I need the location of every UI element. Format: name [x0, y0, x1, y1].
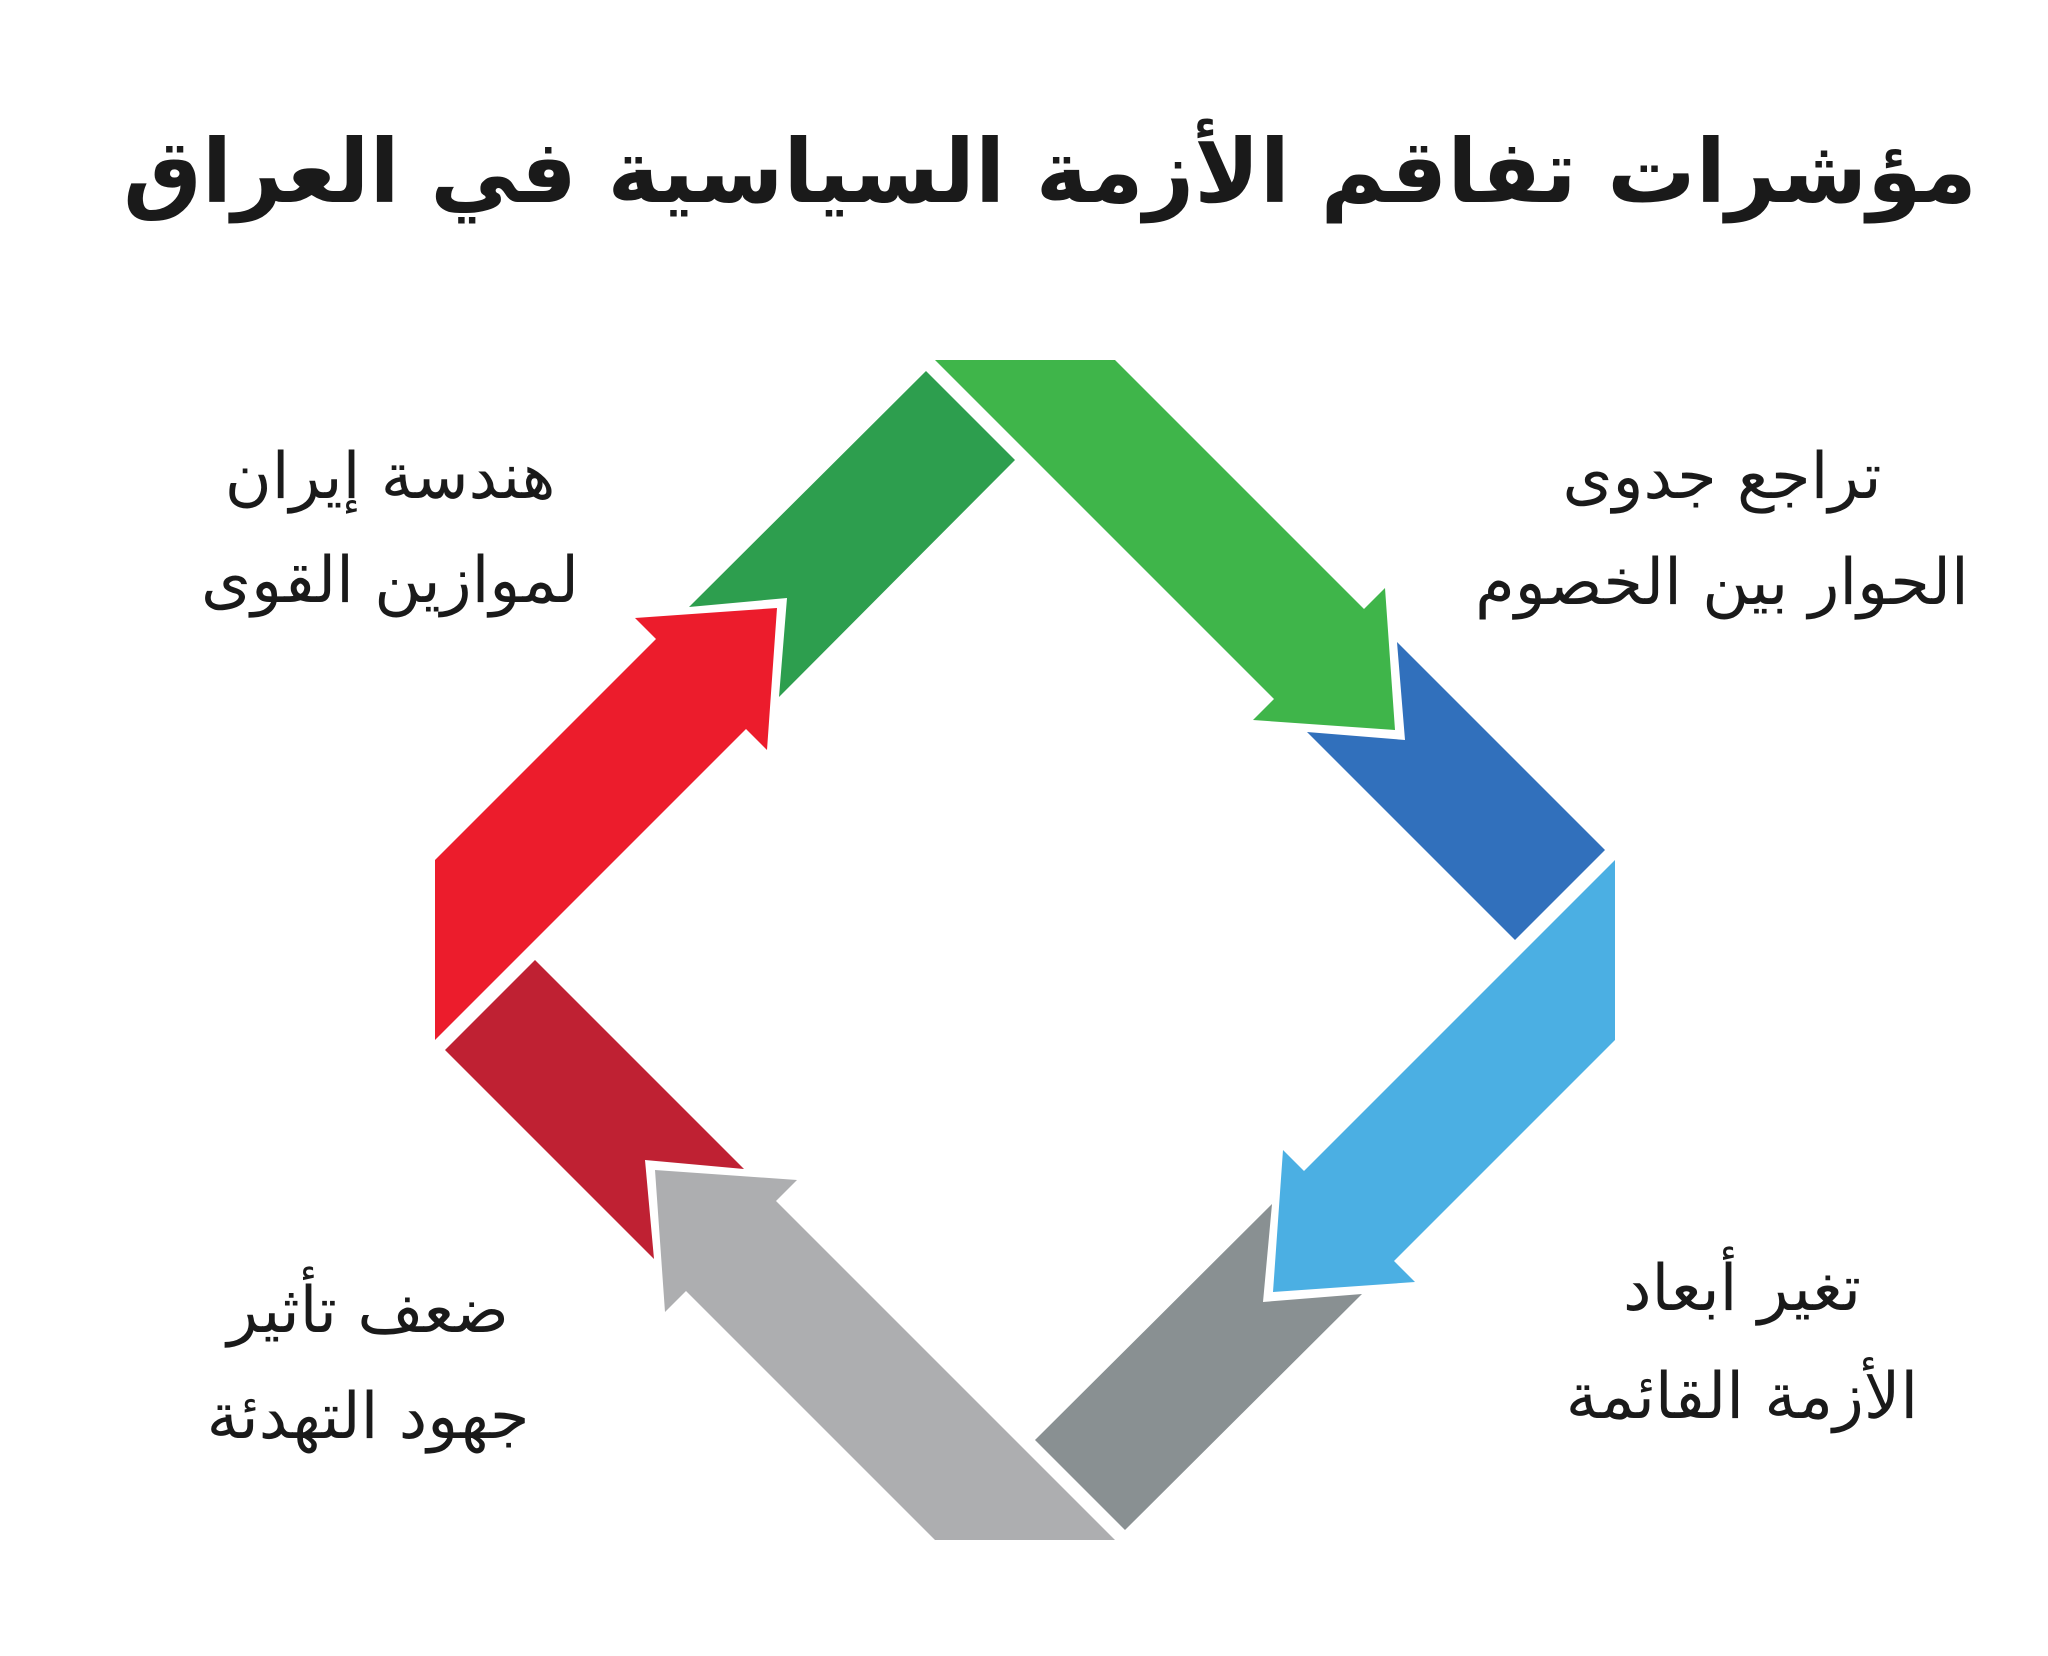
arrow-segment-blue-dark	[1307, 642, 1605, 940]
page-title: مؤشرات تفاقم الأزمة السياسية في العراق	[123, 118, 1977, 224]
arrow-segment-gray-dark	[1035, 1204, 1362, 1530]
label-top-right-line2: الحوار بين الخصوم	[1475, 546, 1969, 620]
arrow-segment-red-dark	[445, 960, 744, 1259]
label-top-left-line1: هندسة إيران	[225, 440, 556, 514]
label-top-left-line2: لموازين القوى	[201, 544, 579, 618]
label-bottom-right-line1: تغير أبعاد	[1623, 1246, 1861, 1326]
label-top-right: تراجع جدوى الحوار بين الخصوم	[1475, 440, 1969, 620]
label-bottom-left-line1: ضعف تأثير	[224, 1266, 509, 1348]
arrow-blue-light	[1273, 860, 1615, 1292]
label-bottom-right: تغير أبعاد الأزمة القائمة	[1566, 1246, 1918, 1434]
label-top-left: هندسة إيران لموازين القوى	[201, 440, 579, 618]
arrow-red-bright	[435, 608, 777, 1040]
label-bottom-right-line2: الأزمة القائمة	[1566, 1356, 1918, 1434]
arrow-gray-light	[655, 1170, 1115, 1540]
label-bottom-left: ضعف تأثير جهود التهدئة	[207, 1266, 530, 1454]
label-bottom-left-line2: جهود التهدئة	[207, 1380, 530, 1454]
arrow-green-bright	[935, 360, 1395, 730]
arrow-segment-green-dark	[689, 371, 1015, 697]
label-top-right-line1: تراجع جدوى	[1562, 440, 1881, 514]
